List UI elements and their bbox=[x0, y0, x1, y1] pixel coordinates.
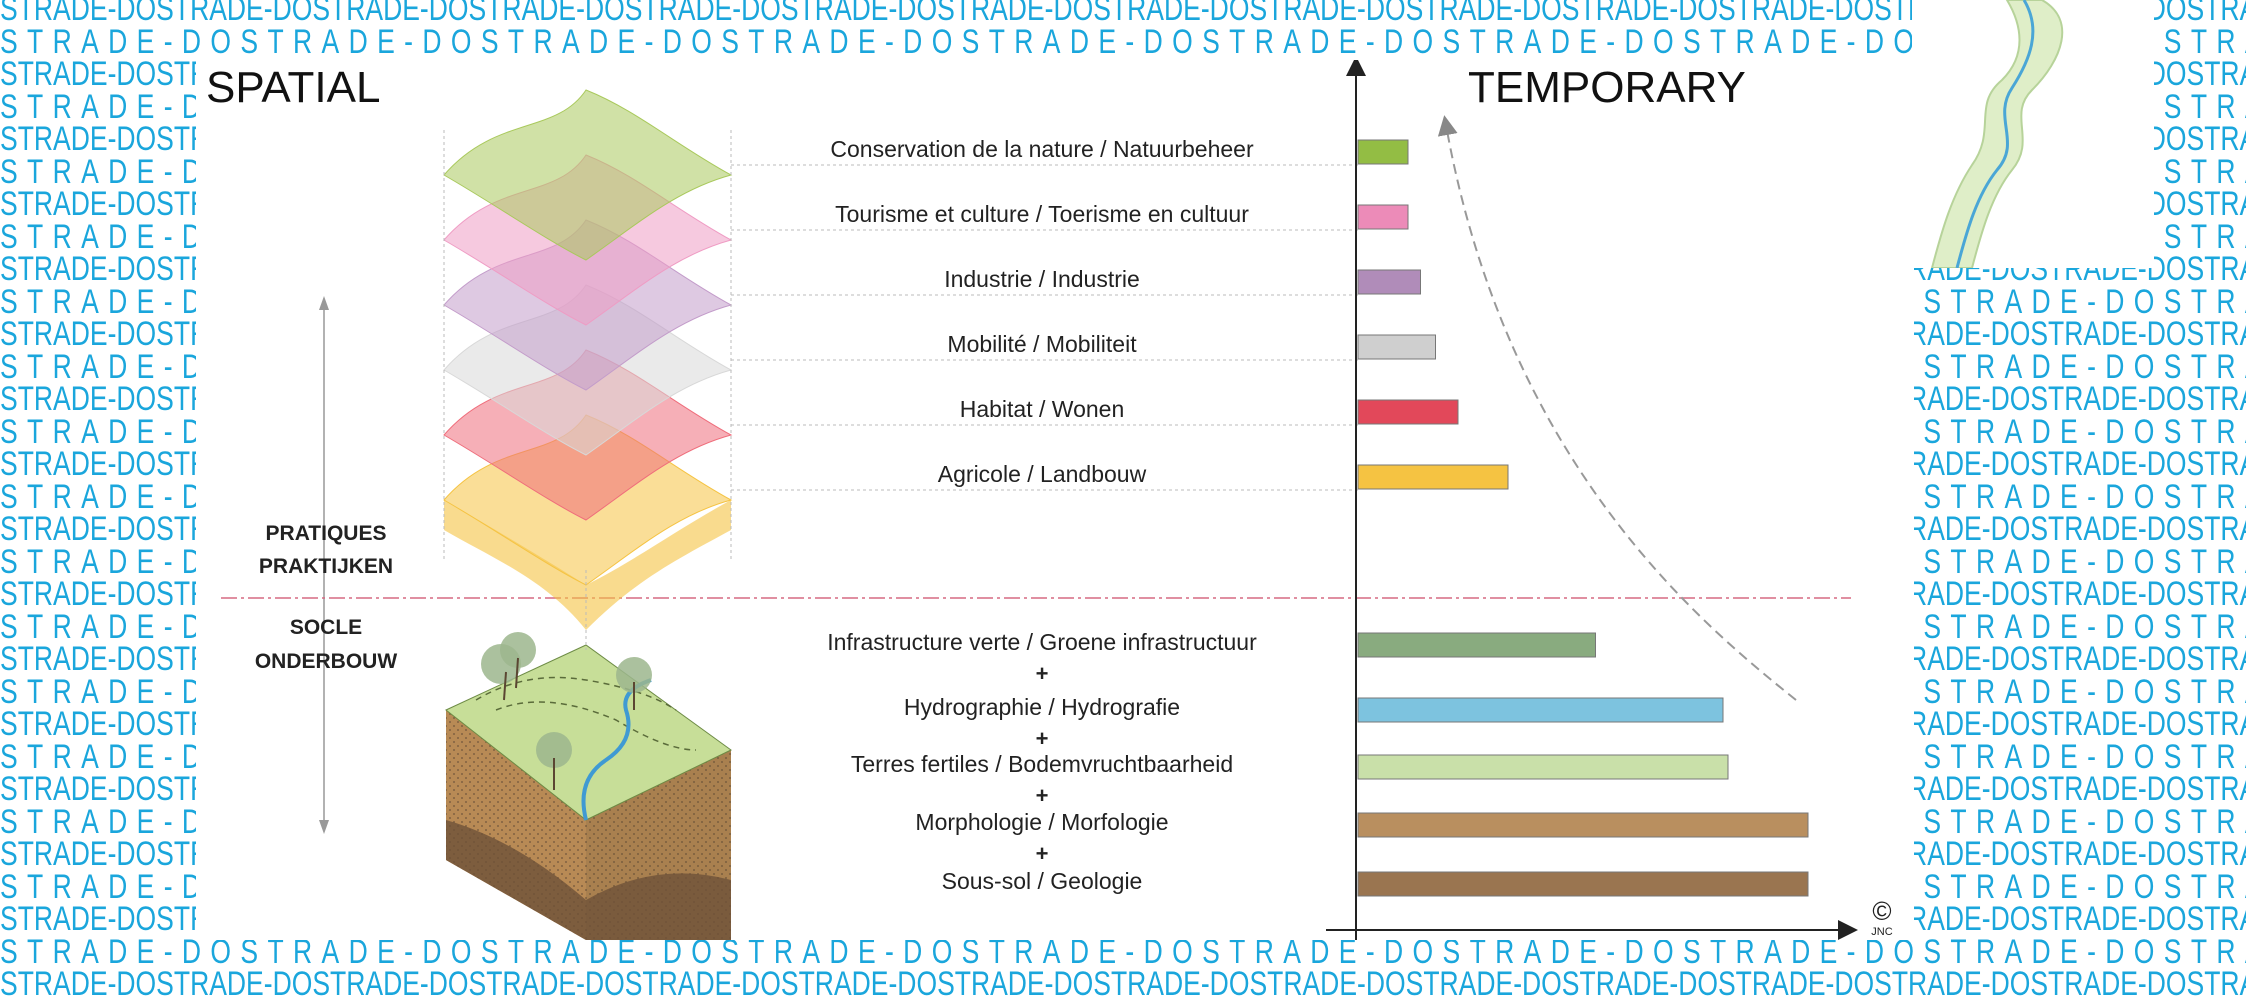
pattern-row: STRADE-DOSTRADE-DOSTRADE-DOSTRADE-DOSTRA… bbox=[0, 22, 2246, 61]
practices-label-nl: PRAKTIJKEN bbox=[259, 555, 393, 578]
practices-label-fr: PRATIQUES bbox=[266, 522, 387, 545]
spatial-temporary-diagram: SPATIAL TEMPORARY PRATIQUES PRAKTIJKEN S… bbox=[206, 60, 1893, 940]
temporary-trend-curve bbox=[1437, 115, 1797, 701]
base-label: Terres fertiles / Bodemvruchtbaarheid bbox=[851, 751, 1233, 777]
practice-bar bbox=[1357, 204, 1409, 230]
practice-bar bbox=[1357, 269, 1421, 295]
base-label: Hydrographie / Hydrografie bbox=[904, 694, 1180, 720]
terrain-block bbox=[445, 632, 732, 940]
practice-bar bbox=[1357, 334, 1436, 360]
diagram-rows: Conservation de la nature / Natuurbeheer… bbox=[731, 136, 1809, 897]
practice-label: Conservation de la nature / Natuurbeheer bbox=[830, 136, 1254, 162]
copyright-initials: JNC bbox=[1871, 926, 1892, 938]
pattern-row: STRADE-DOSTRADE-DOSTRADE-DOSTRADE-DOSTRA… bbox=[0, 965, 2246, 1002]
base-label-nl: ONDERBOUW bbox=[255, 650, 398, 673]
base-bar bbox=[1357, 812, 1809, 838]
pattern-row: STRADE-DOSTRADE-DOSTRADE-DOSTRADE-DOSTRA… bbox=[0, 932, 2246, 971]
temporary-title: TEMPORARY bbox=[1468, 63, 1746, 112]
copyright-symbol: © bbox=[1872, 896, 1891, 926]
plus-sign: + bbox=[1036, 726, 1049, 751]
practice-layers bbox=[443, 89, 733, 630]
practice-bar bbox=[1357, 399, 1459, 425]
practice-label: Industrie / Industrie bbox=[944, 266, 1140, 292]
spatial-arrow-head-down bbox=[319, 820, 329, 834]
base-label: Morphologie / Morfologie bbox=[915, 809, 1168, 835]
practice-label: Agricole / Landbouw bbox=[938, 461, 1147, 487]
base-label: Infrastructure verte / Groene infrastruc… bbox=[827, 629, 1257, 655]
base-bar bbox=[1357, 632, 1596, 658]
river-map-thumbnail bbox=[1930, 0, 2064, 269]
base-bar bbox=[1357, 697, 1724, 723]
base-label: Sous-sol / Geologie bbox=[942, 868, 1143, 894]
practice-bar bbox=[1357, 464, 1509, 490]
base-label-fr: SOCLE bbox=[290, 616, 362, 639]
spatial-title: SPATIAL bbox=[206, 63, 380, 112]
practice-label: Mobilité / Mobiliteit bbox=[947, 331, 1137, 357]
base-bar bbox=[1357, 871, 1809, 897]
practice-label: Habitat / Wonen bbox=[960, 396, 1125, 422]
base-bar bbox=[1357, 754, 1729, 780]
practice-label: Tourisme et culture / Toerisme en cultuu… bbox=[835, 201, 1249, 227]
spatial-arrow-head-up bbox=[319, 296, 329, 310]
plus-sign: + bbox=[1036, 783, 1049, 808]
plus-sign: + bbox=[1036, 841, 1049, 866]
map-thumbnail-panel bbox=[1912, 0, 2154, 269]
practice-bar bbox=[1357, 139, 1409, 165]
pattern-row: STRADE-DOSTRADE-DOSTRADE-DOSTRADE-DOSTRA… bbox=[0, 0, 2246, 28]
layer-base bbox=[444, 500, 731, 630]
plus-sign: + bbox=[1036, 661, 1049, 686]
